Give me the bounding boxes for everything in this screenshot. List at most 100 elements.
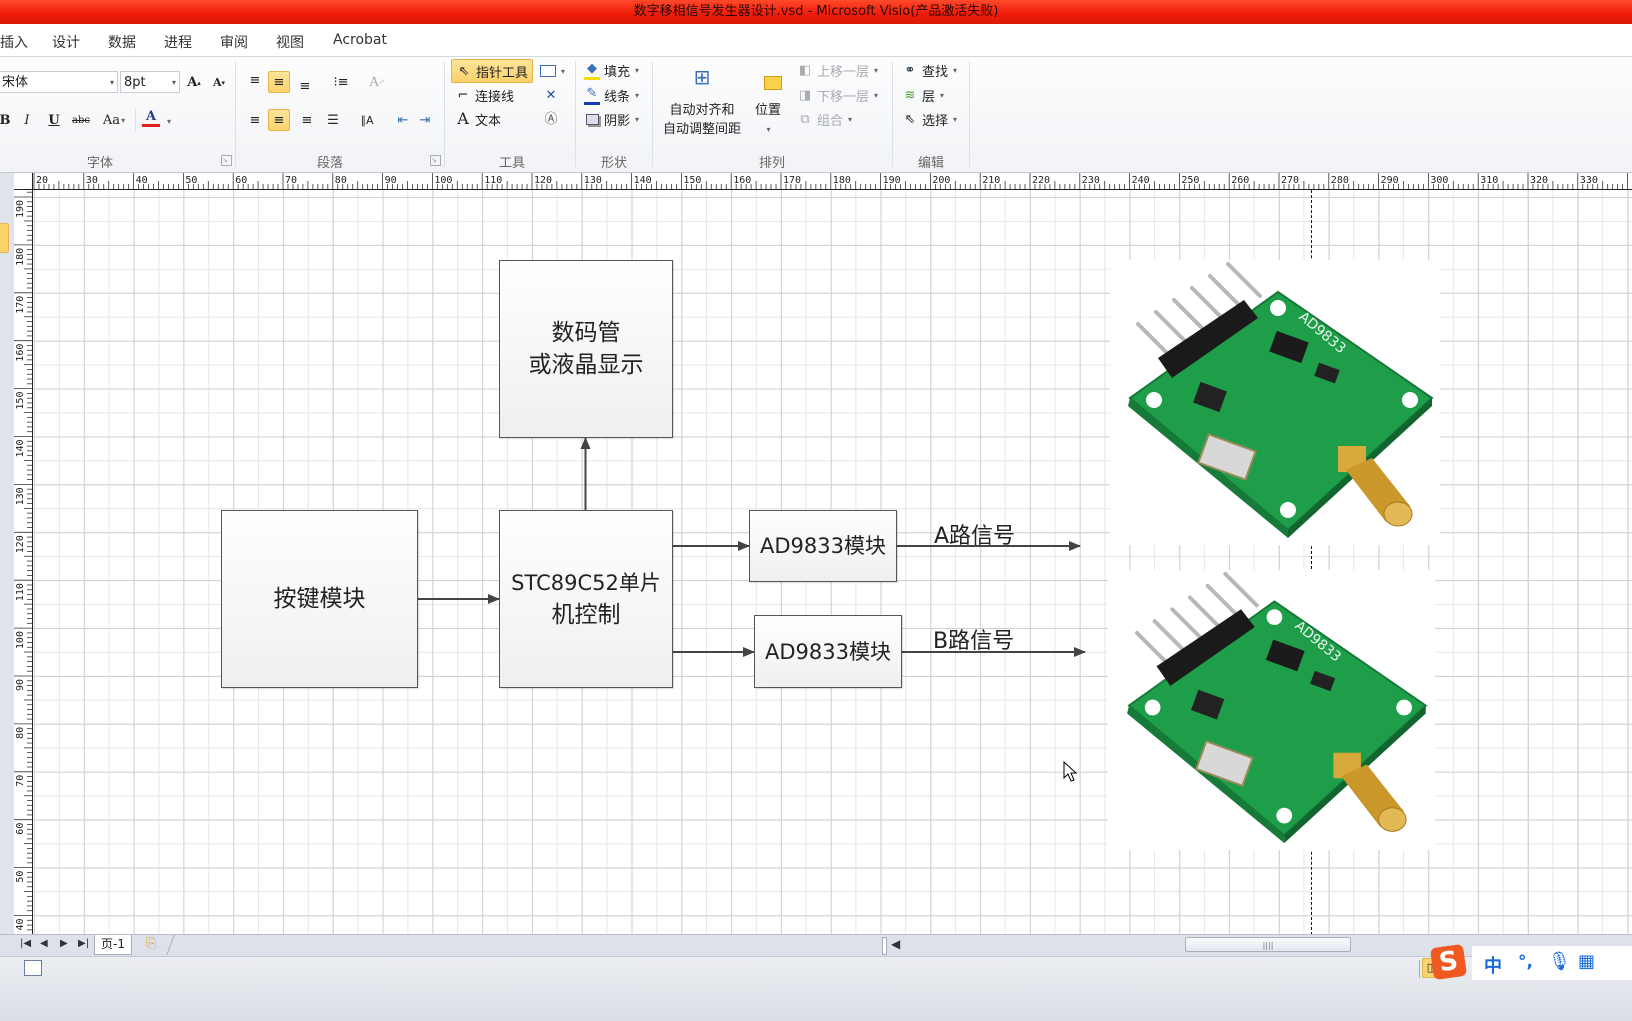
line-button[interactable]: ✎ 线条▾: [584, 84, 639, 106]
auto-align-icon: ⊞: [693, 65, 711, 89]
bold-button[interactable]: B: [0, 112, 11, 128]
ime-mode-toggle[interactable]: 中: [1484, 956, 1502, 977]
send-backward-button[interactable]: ◨ 下移一层▾: [798, 87, 879, 105]
ruler-label: 240: [1132, 175, 1150, 186]
pointer-tool-button[interactable]: ⇖ 指针工具: [451, 59, 534, 83]
align-left-icon[interactable]: ≡: [249, 112, 261, 128]
chevron-down-icon: ▾: [766, 125, 771, 134]
select-button[interactable]: ⇖ 选择▾: [902, 108, 957, 130]
chevron-down-icon[interactable]: ▾: [167, 117, 172, 126]
fill-button[interactable]: ◆ 填充▾: [584, 59, 639, 81]
drawing-canvas[interactable]: 数码管 或液晶显示 按键模块 STC89C52单片 机控制 AD9833模块 A…: [33, 190, 1632, 934]
align-middle-icon[interactable]: ≡: [268, 71, 290, 93]
text-tool-button[interactable]: A 文本: [455, 108, 501, 130]
display-module-line2: 或液晶显示: [528, 352, 644, 378]
ruler-label: 40: [15, 918, 26, 930]
layer-button[interactable]: ≋ 层▾: [902, 84, 944, 106]
ruler-label: 100: [434, 175, 452, 186]
signal-b-label[interactable]: B路信号: [933, 629, 1015, 654]
close-icon: ✕: [545, 87, 557, 103]
horizontal-scrollbar-thumb[interactable]: ||||: [1185, 937, 1351, 952]
tab-insert[interactable]: 插入: [0, 35, 28, 51]
tab-data[interactable]: 数据: [108, 35, 136, 51]
grow-font-button[interactable]: A▴: [187, 74, 201, 90]
ad9833-board-image-b[interactable]: AD9833: [1108, 570, 1435, 850]
close-tool-button[interactable]: ✕: [543, 84, 559, 106]
ime-keyboard-icon[interactable]: ▦: [1578, 951, 1596, 972]
line-pen-icon: ✎: [584, 86, 600, 105]
position-button[interactable]: 位置 ▾: [750, 61, 786, 141]
auto-align-button[interactable]: ⊞ 自动对齐和 自动调整间距: [660, 61, 744, 141]
underline-button[interactable]: U: [48, 112, 60, 128]
align-right-icon[interactable]: ≡: [301, 112, 313, 128]
ruler-label: 140: [15, 439, 26, 457]
bring-forward-button[interactable]: ◧ 上移一层▾: [798, 62, 879, 80]
tab-view[interactable]: 视图: [276, 35, 304, 51]
mcu-control-line2: 机控制: [551, 602, 621, 628]
shapes-pane-collapsed[interactable]: [0, 173, 15, 935]
align-top-icon[interactable]: ≡: [249, 72, 261, 88]
insert-page-icon[interactable]: ⎘: [146, 936, 157, 951]
last-page-icon[interactable]: ▶|: [78, 938, 90, 949]
ad9833-module-a-shape[interactable]: AD9833模块: [749, 510, 897, 582]
tab-review[interactable]: 审阅: [220, 35, 248, 51]
ruler-label: 190: [15, 200, 26, 218]
paragraph-dialog-launcher-icon[interactable]: ↘: [430, 155, 441, 166]
rotate-text-button[interactable]: Ⓐ: [543, 108, 559, 130]
previous-page-icon[interactable]: ◀: [40, 938, 48, 949]
mcu-control-shape[interactable]: STC89C52单片 机控制: [499, 510, 673, 688]
signal-a-label[interactable]: A路信号: [934, 524, 1016, 549]
ribbon-tabs: 插入 设计 数据 进程 审阅 视图 Acrobat: [0, 24, 1632, 57]
shadow-icon: [584, 111, 600, 127]
text-direction-icon[interactable]: A↗: [369, 74, 385, 90]
ad9833-board-image-a[interactable]: AD9833: [1110, 260, 1440, 545]
connector-tool-button[interactable]: ⌐ 连接线: [455, 84, 514, 106]
font-name-combo[interactable]: 宋体 ▾: [0, 71, 118, 93]
justify-icon[interactable]: ☰: [327, 112, 339, 128]
pcb-board-icon: AD9833: [1127, 571, 1428, 844]
tab-acrobat[interactable]: Acrobat: [333, 32, 387, 48]
tab-design[interactable]: 设计: [52, 35, 80, 51]
ad9833-module-b-shape[interactable]: AD9833模块: [754, 615, 902, 688]
shapes-pane-tab[interactable]: [0, 223, 9, 253]
align-center-icon[interactable]: ≡: [268, 109, 290, 131]
decrease-indent-icon[interactable]: ⇤: [397, 112, 409, 128]
ruler-corner[interactable]: [14, 173, 33, 190]
tab-split-handle[interactable]: [882, 937, 887, 955]
connectors-layer: [417, 437, 1086, 657]
tab-process[interactable]: 进程: [164, 35, 192, 51]
ruler-label: 180: [833, 175, 851, 186]
rectangle-tool-button[interactable]: ▾: [540, 60, 565, 82]
display-module-shape[interactable]: 数码管 或液晶显示: [499, 260, 673, 438]
send-backward-icon: ◨: [798, 87, 812, 103]
shadow-button[interactable]: 阴影▾: [584, 108, 639, 130]
font-size-combo[interactable]: 8pt ▾: [120, 71, 180, 93]
italic-button[interactable]: I: [24, 112, 30, 128]
bullets-icon[interactable]: ⁝≡: [333, 74, 349, 90]
next-page-icon[interactable]: ▶: [60, 938, 68, 949]
distribute-vertical-icon[interactable]: ∥A: [360, 113, 374, 127]
ruler-label: 190: [883, 175, 901, 186]
ime-punctuation-toggle[interactable]: °,: [1518, 952, 1533, 972]
select-arrow-icon: ⇖: [904, 111, 916, 127]
group-button[interactable]: ⧉ 组合▾: [797, 108, 852, 130]
keypad-module-shape[interactable]: 按键模块: [221, 510, 418, 688]
ime-logo-icon[interactable]: S: [1429, 943, 1468, 981]
ruler-label: 270: [1281, 175, 1299, 186]
strikethrough-button[interactable]: abc: [72, 114, 90, 126]
microphone-icon[interactable]: 🎙: [1548, 951, 1571, 972]
find-button[interactable]: ⚭ 查找▾: [902, 59, 957, 81]
change-case-button[interactable]: Aa▾: [102, 112, 126, 128]
ribbon: 宋体 ▾ 8pt ▾ A▴ A▾ B I U abc Aa▾ A ▾ 字体 ↘ …: [0, 57, 1632, 173]
scroll-left-icon[interactable]: ◀: [891, 937, 901, 951]
macro-record-icon[interactable]: [24, 960, 42, 976]
font-dialog-launcher-icon[interactable]: ↘: [221, 155, 232, 166]
shrink-font-button[interactable]: A▾: [212, 75, 226, 89]
increase-indent-icon[interactable]: ⇥: [419, 112, 431, 128]
align-bottom-icon[interactable]: ≡: [299, 78, 311, 94]
first-page-icon[interactable]: |◀: [20, 938, 32, 949]
page-tab-1[interactable]: 页-1: [94, 935, 132, 955]
font-color-button[interactable]: A: [140, 107, 162, 129]
